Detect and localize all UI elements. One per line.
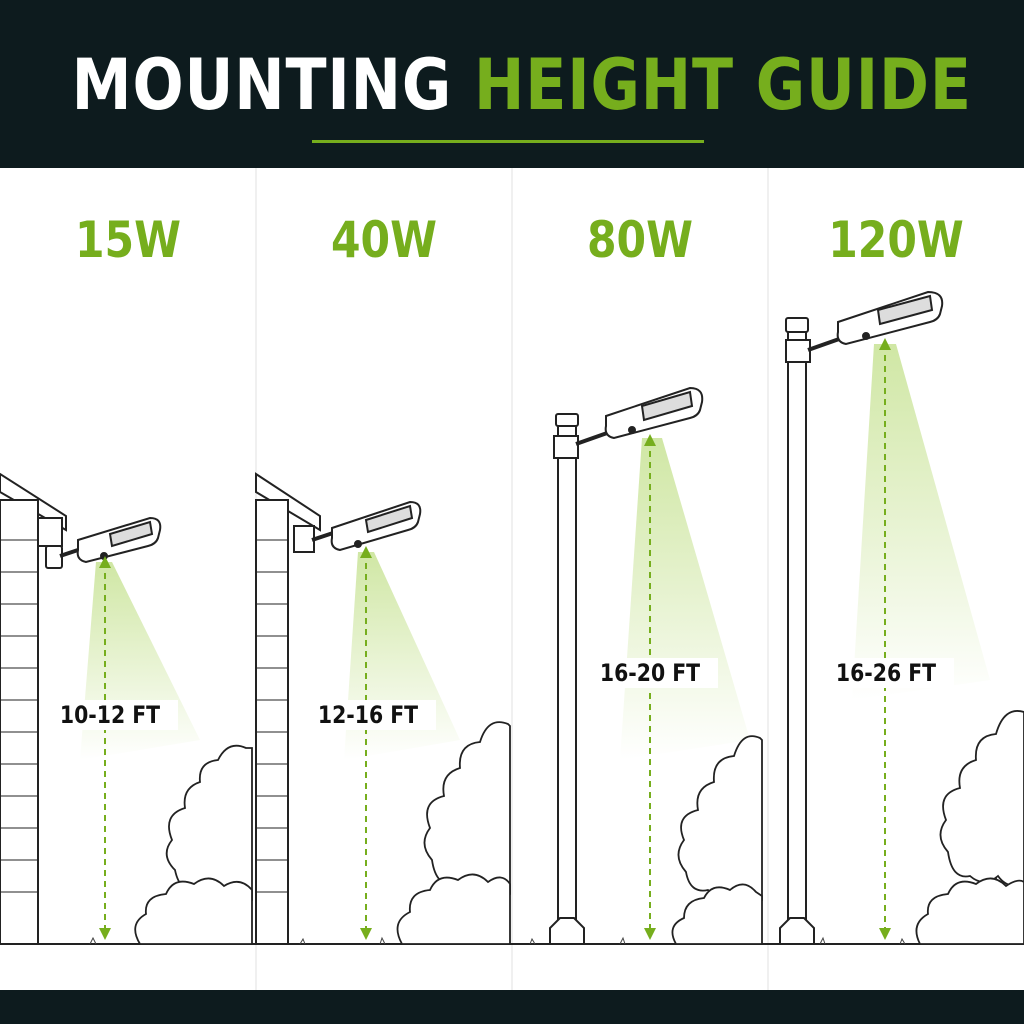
light-pole-3 xyxy=(549,386,704,945)
height-label-15w: 10-12 FT xyxy=(42,700,178,730)
page-title: MOUNTING HEIGHT GUIDE xyxy=(71,40,971,130)
house-wall-1 xyxy=(0,472,67,945)
tree-3 xyxy=(671,735,763,945)
wattage-label-80w: 80W xyxy=(586,211,694,269)
tree-2 xyxy=(396,721,511,945)
height-label-120w: 16-26 FT xyxy=(818,658,954,688)
height-label-80w: 16-20 FT xyxy=(582,658,718,688)
height-label-40w: 12-16 FT xyxy=(300,700,436,730)
illustration-scene xyxy=(0,168,1024,990)
light-beam-3 xyxy=(620,438,750,760)
wattage-label-15w: 15W xyxy=(74,211,182,269)
title-underline xyxy=(312,140,704,143)
wattage-label-40w: 40W xyxy=(330,211,438,269)
house-wall-2 xyxy=(255,472,321,945)
light-pole-4 xyxy=(779,290,944,945)
title-part-mounting: MOUNTING xyxy=(71,44,453,126)
header-banner: MOUNTING HEIGHT GUIDE xyxy=(0,0,1024,168)
title-part-height-guide: HEIGHT GUIDE xyxy=(473,44,972,126)
light-beam-4 xyxy=(852,344,990,700)
tree-1 xyxy=(134,744,253,945)
footer-bar xyxy=(0,990,1024,1024)
light-fixture-2 xyxy=(311,500,422,552)
tree-4 xyxy=(915,710,1024,945)
light-beam-1 xyxy=(80,562,200,760)
wattage-label-120w: 120W xyxy=(828,211,964,269)
